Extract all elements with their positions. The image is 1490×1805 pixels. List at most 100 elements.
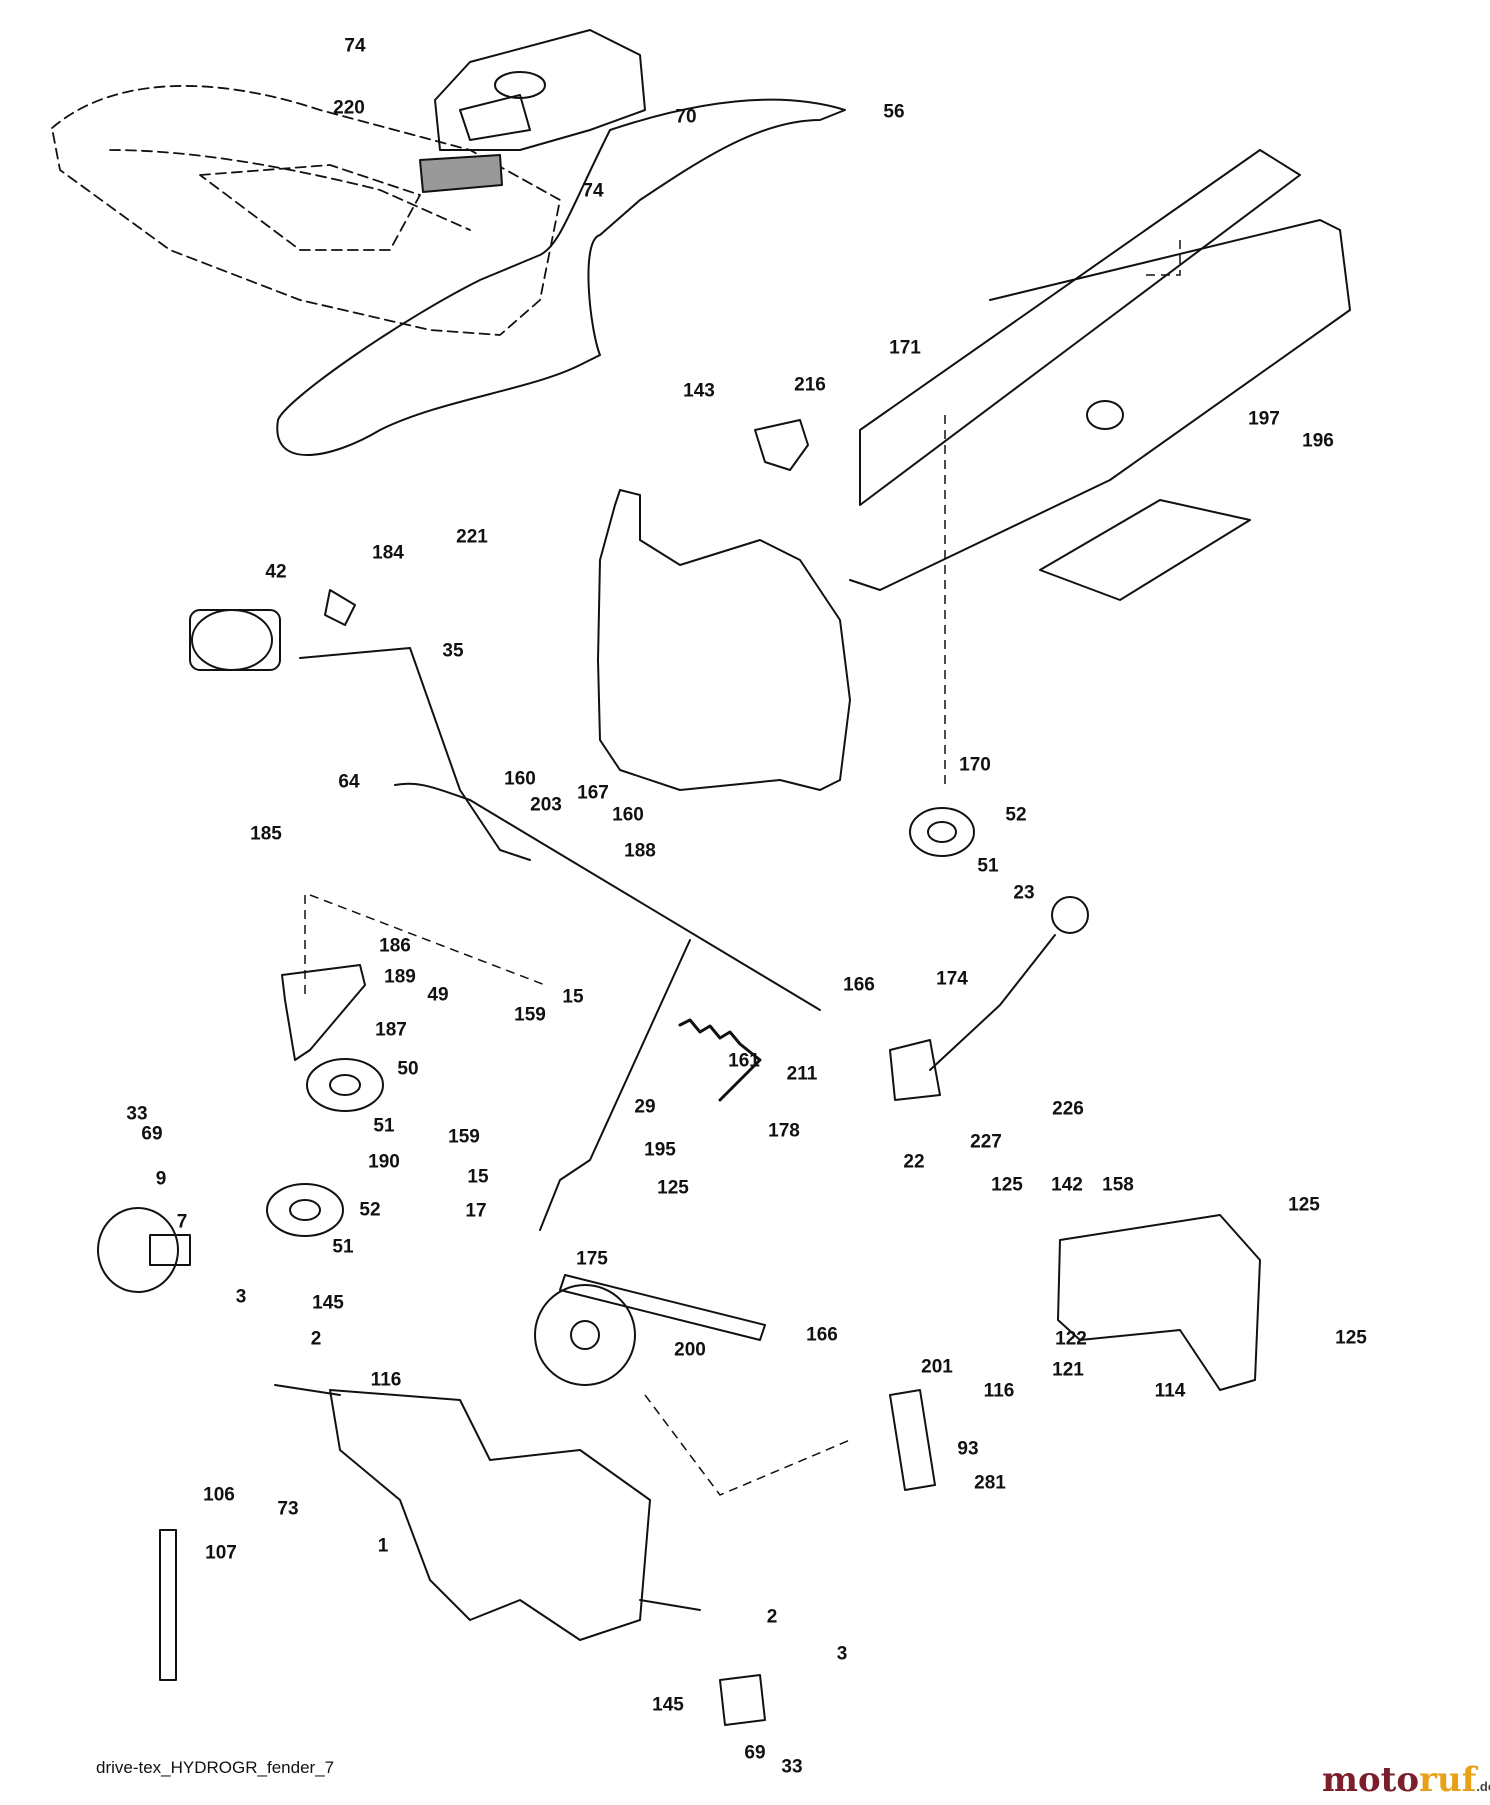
spring-161 [678,1018,762,1102]
key-145 [719,1674,766,1726]
brand-logo[interactable]: motoruf.de [1322,1760,1490,1800]
callout-33-bottom: 33 [781,1756,803,1778]
lever-assembly [189,589,821,1011]
callout-195: 195 [644,1139,676,1161]
callout-22: 22 [903,1151,925,1173]
shift-lever-23 [889,896,1089,1101]
callout-2-top: 2 [310,1328,322,1350]
callout-116-left: 116 [370,1369,402,1391]
callout-69-top: 69 [141,1123,163,1145]
callout-187: 187 [375,1019,407,1041]
brand-suffix: .de [1476,1779,1490,1794]
pulley-52-bottom [266,1183,344,1237]
callout-221: 221 [456,526,488,548]
callout-1: 1 [377,1535,389,1557]
callout-196: 196 [1302,430,1334,452]
callout-93: 93 [957,1438,979,1460]
callout-74-mid: 74 [582,180,604,202]
callout-69-bottom: 69 [744,1742,766,1764]
callout-178: 178 [768,1120,800,1142]
callout-3-top: 3 [235,1286,247,1308]
callout-216: 216 [794,374,826,396]
callout-174: 174 [936,968,968,990]
pedal-rod-29 [539,939,691,1231]
callout-281: 281 [974,1472,1006,1494]
callout-166-bottom: 166 [806,1324,838,1346]
chassis-frame [597,149,1351,791]
callout-186: 186 [379,935,411,957]
callout-116-right: 116 [983,1380,1015,1402]
callout-51-bottom: 51 [332,1236,354,1258]
callout-184: 184 [372,542,404,564]
callout-203: 203 [530,794,562,816]
callout-125-bottom-right: 125 [1335,1327,1367,1349]
callout-160-right: 160 [612,804,644,826]
rod-93 [889,1389,936,1491]
callout-220: 220 [333,97,365,119]
hub-7 [97,1207,191,1293]
pulley-50 [306,1058,384,1112]
callout-227: 227 [970,1131,1002,1153]
callout-226: 226 [1052,1098,1084,1120]
callout-51-top: 51 [977,855,999,877]
callout-7: 7 [176,1211,188,1233]
callout-159-bottom: 159 [448,1126,480,1148]
callout-170: 170 [959,754,991,776]
callout-190: 190 [368,1151,400,1173]
callout-29: 29 [634,1096,656,1118]
callout-159-top: 159 [514,1004,546,1026]
callout-114: 114 [1154,1380,1186,1402]
callout-64: 64 [338,771,360,793]
callout-143: 143 [683,380,715,402]
callout-50: 50 [397,1058,419,1080]
callout-200: 200 [674,1339,706,1361]
callout-189: 189 [384,966,416,988]
callout-142: 142 [1051,1174,1083,1196]
callout-17: 17 [465,1200,487,1222]
callout-185: 185 [250,823,282,845]
callout-3-bottom: 3 [836,1643,848,1665]
callout-42: 42 [265,561,287,583]
callout-197: 197 [1248,408,1280,430]
callout-201: 201 [921,1356,953,1378]
callout-51-mid: 51 [373,1115,395,1137]
transaxle-1 [274,1284,701,1641]
callout-122: 122 [1055,1328,1087,1350]
callout-52-top: 52 [1005,804,1027,826]
callout-56: 56 [883,101,905,123]
callout-23: 23 [1013,882,1035,904]
callout-125-right-top: 125 [991,1174,1023,1196]
pin-107 [159,1529,177,1681]
callout-211: 211 [786,1063,818,1085]
callout-161: 161 [728,1050,760,1072]
drive-belt-56 [276,98,846,456]
callout-9: 9 [155,1168,167,1190]
callout-158: 158 [1102,1174,1134,1196]
callout-73: 73 [277,1498,299,1520]
callout-106: 106 [203,1484,235,1506]
callout-107: 107 [205,1542,237,1564]
callout-160-left: 160 [504,768,536,790]
callout-15-bottom: 15 [467,1166,489,1188]
callout-49: 49 [427,984,449,1006]
callout-121: 121 [1052,1359,1084,1381]
callout-2-bottom: 2 [766,1606,778,1628]
axle-rod-175 [559,1274,766,1341]
callout-33-top: 33 [126,1103,148,1125]
diagram-caption: drive-tex_HYDROGR_fender_7 [96,1758,335,1777]
callout-52-bottom: 52 [359,1199,381,1221]
callout-166-top: 166 [843,974,875,996]
callout-125-far-right: 125 [1288,1194,1320,1216]
callout-167: 167 [577,782,609,804]
callout-145-bottom: 145 [652,1694,684,1716]
callout-175: 175 [576,1248,608,1270]
callout-188: 188 [624,840,656,862]
fender-outline [51,85,561,336]
bracket-216 [754,419,809,471]
callout-145-top: 145 [312,1292,344,1314]
callout-70: 70 [675,106,697,128]
callout-15-top: 15 [562,986,584,1008]
idler-arm-189 [281,964,366,1061]
